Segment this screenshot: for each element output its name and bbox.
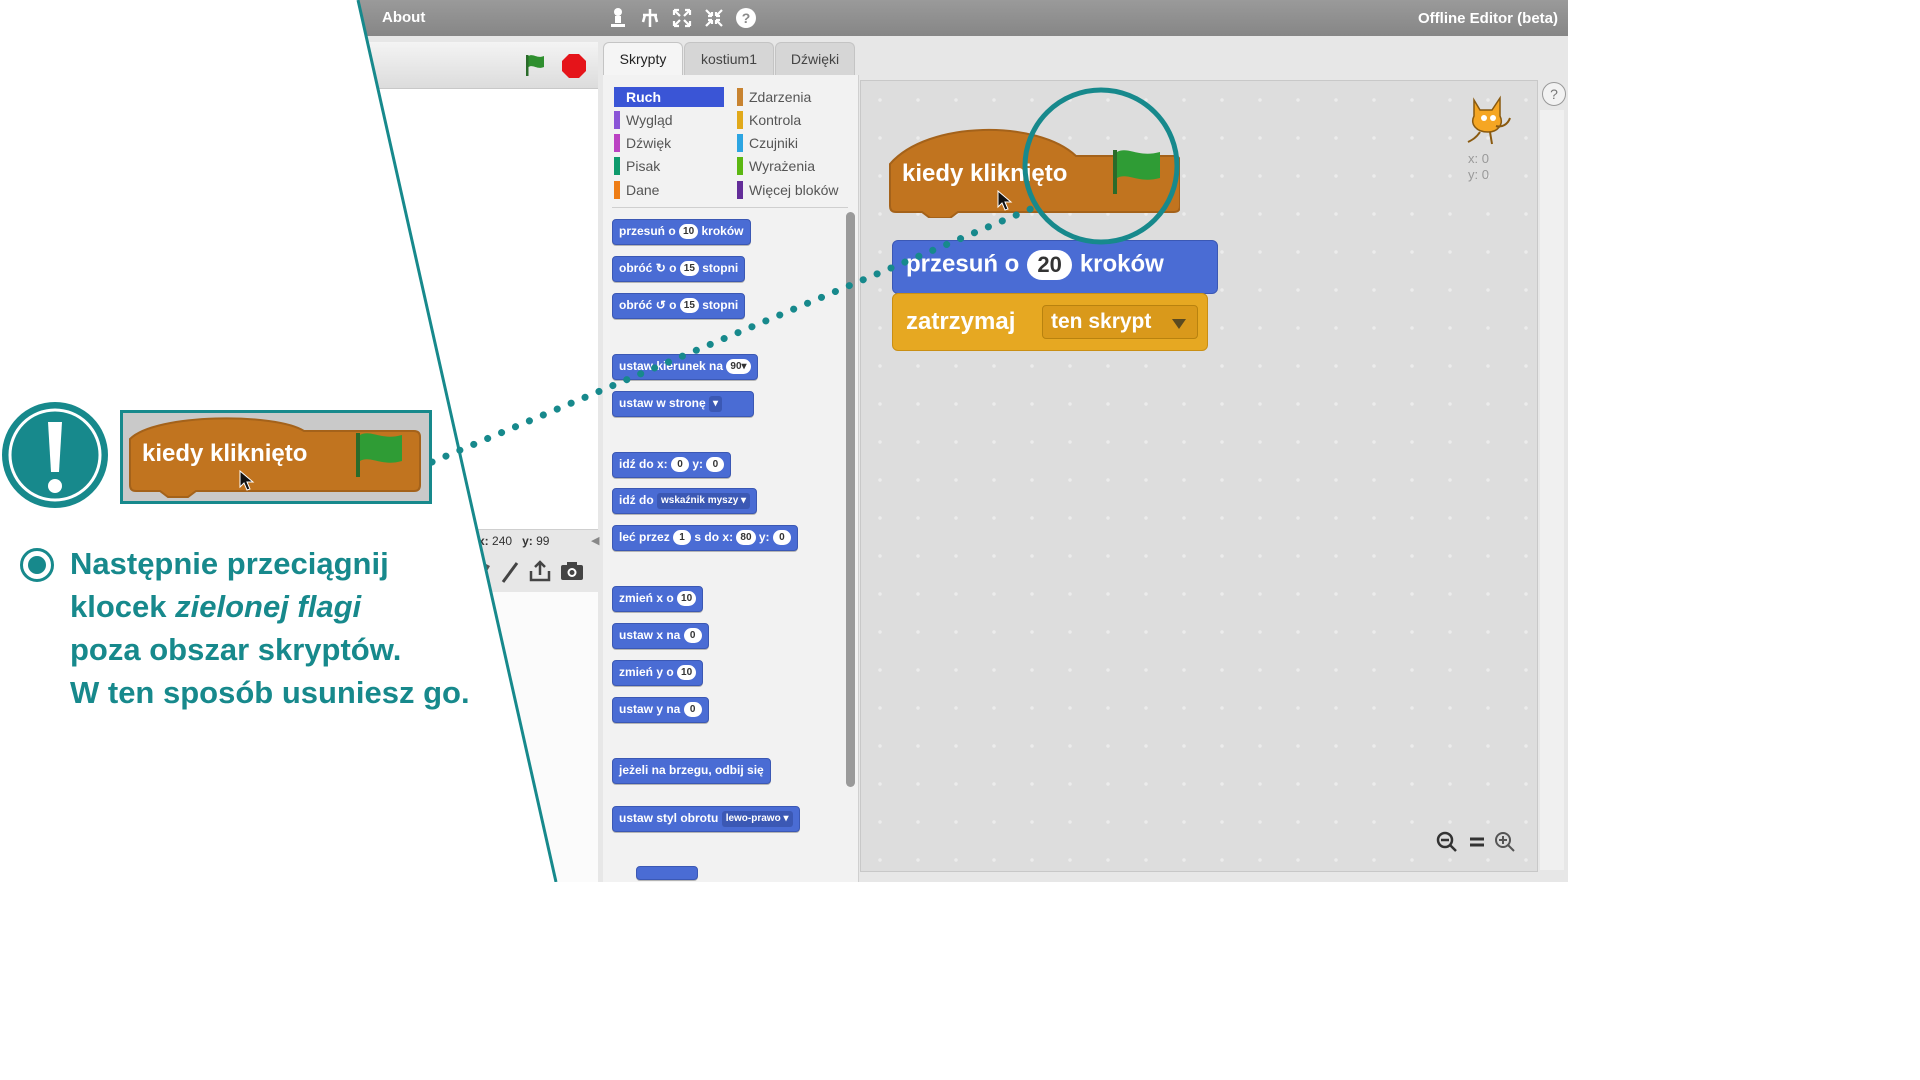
block-rotation-style[interactable]: ustaw styl obrotu lewo-prawo ▾ bbox=[612, 806, 800, 832]
stage-mouse-coordinates: x: 240 y: 99 bbox=[478, 534, 550, 548]
palette-divider bbox=[612, 207, 848, 208]
move-steps-input[interactable]: 20 bbox=[1027, 250, 1072, 280]
duplicate-icon[interactable] bbox=[606, 6, 630, 30]
menu-about[interactable]: About bbox=[382, 9, 426, 26]
stage-header bbox=[340, 42, 598, 89]
zoom-out-icon[interactable] bbox=[1436, 831, 1458, 853]
category-more-blocks[interactable]: Więcej bloków bbox=[737, 180, 838, 200]
camera-icon[interactable] bbox=[560, 560, 584, 582]
category-operators[interactable]: Wyrażenia bbox=[737, 156, 815, 176]
stage[interactable] bbox=[340, 89, 598, 530]
chevron-down-icon bbox=[1172, 319, 1186, 329]
tab-scripts[interactable]: Skrypty bbox=[603, 42, 683, 77]
block-point-towards[interactable]: ustaw w stronę ▾ bbox=[612, 391, 754, 417]
block-set-y[interactable]: ustaw y na 0 bbox=[612, 697, 709, 723]
scratch-editor: About ? Offline Editor (beta) x: 240 y: … bbox=[0, 0, 1568, 882]
grow-icon[interactable] bbox=[670, 6, 694, 30]
green-flag-icon[interactable] bbox=[522, 52, 548, 78]
category-data[interactable]: Dane bbox=[614, 180, 659, 200]
rotation-style-dropdown[interactable]: lewo-prawo ▾ bbox=[721, 810, 793, 827]
help-icon[interactable]: ? bbox=[734, 6, 758, 30]
block-turn-right[interactable]: obróć ↻ o 15 stopni bbox=[612, 256, 746, 282]
sprite-cat-icon bbox=[1467, 95, 1511, 145]
svg-text:?: ? bbox=[742, 10, 751, 26]
block-change-x[interactable]: zmień x o 10 bbox=[612, 586, 704, 612]
hat-block-label: kiedy kliknięto bbox=[902, 160, 1068, 187]
block-bounce[interactable]: jeżeli na brzegu, odbij się bbox=[612, 758, 771, 784]
zoom-in-icon[interactable] bbox=[1494, 831, 1516, 853]
turn-right-icon: ↻ bbox=[655, 261, 666, 275]
stop-sign-icon[interactable] bbox=[561, 53, 587, 79]
towards-dropdown[interactable]: ▾ bbox=[709, 395, 723, 412]
block-go-to-xy[interactable]: idź do x: 0 y: 0 bbox=[612, 452, 732, 478]
go-to-dropdown[interactable]: wskaźnik myszy ▾ bbox=[657, 492, 751, 509]
upload-sprite-icon[interactable] bbox=[528, 559, 552, 583]
palette-scrollbar[interactable] bbox=[846, 212, 855, 787]
block-go-to[interactable]: idź do wskaźnik myszy ▾ bbox=[612, 488, 758, 514]
category-sensing[interactable]: Czujniki bbox=[737, 133, 798, 153]
sprite-coordinates: x: 0 y: 0 bbox=[1468, 151, 1489, 182]
block-move-steps[interactable]: przesuń o 10 kroków bbox=[612, 219, 751, 245]
pencil-icon[interactable] bbox=[500, 560, 522, 584]
mouse-cursor-icon bbox=[997, 190, 1013, 211]
shrink-icon[interactable] bbox=[702, 6, 726, 30]
new-sprite-toolbar bbox=[474, 558, 598, 588]
tab-costumes[interactable]: kostium1 bbox=[684, 42, 774, 75]
collapse-stage-arrow-icon[interactable]: ◀ bbox=[591, 535, 600, 547]
window-title: Offline Editor (beta) bbox=[1418, 10, 1558, 27]
zoom-reset-icon[interactable] bbox=[1466, 831, 1488, 853]
category-motion[interactable]: Ruch bbox=[614, 87, 724, 107]
menu-bar: About ? Offline Editor (beta) bbox=[0, 0, 1568, 36]
category-pen[interactable]: Pisak bbox=[614, 156, 660, 176]
category-looks[interactable]: Wygląd bbox=[614, 110, 673, 130]
category-sound[interactable]: Dźwięk bbox=[614, 133, 671, 153]
block-partial[interactable] bbox=[636, 866, 698, 880]
block-change-y[interactable]: zmień y o 10 bbox=[612, 660, 704, 686]
block-set-x[interactable]: ustaw x na 0 bbox=[612, 623, 709, 649]
zoom-controls bbox=[1436, 829, 1520, 855]
category-events[interactable]: Zdarzenia bbox=[737, 87, 811, 107]
delete-icon[interactable] bbox=[638, 6, 662, 30]
script-block-stop-label: zatrzymaj bbox=[906, 308, 1016, 335]
tab-sounds[interactable]: Dźwięki bbox=[775, 42, 855, 75]
block-glide[interactable]: leć przez 1 s do x: 80 y: 0 bbox=[612, 525, 798, 551]
sprite-pane[interactable] bbox=[340, 592, 598, 882]
block-point-direction[interactable]: ustaw kierunek na 90▾ bbox=[612, 354, 758, 380]
script-area-scrollbar[interactable] bbox=[1540, 110, 1564, 870]
block-turn-left[interactable]: obróć ↺ o 15 stopni bbox=[612, 293, 746, 319]
help-question-icon[interactable]: ? bbox=[1542, 82, 1566, 106]
paint-new-sprite-icon[interactable] bbox=[474, 560, 496, 584]
category-control[interactable]: Kontrola bbox=[737, 110, 801, 130]
turn-left-icon: ↺ bbox=[655, 298, 666, 312]
stop-dropdown[interactable]: ten skrypt bbox=[1042, 305, 1198, 339]
